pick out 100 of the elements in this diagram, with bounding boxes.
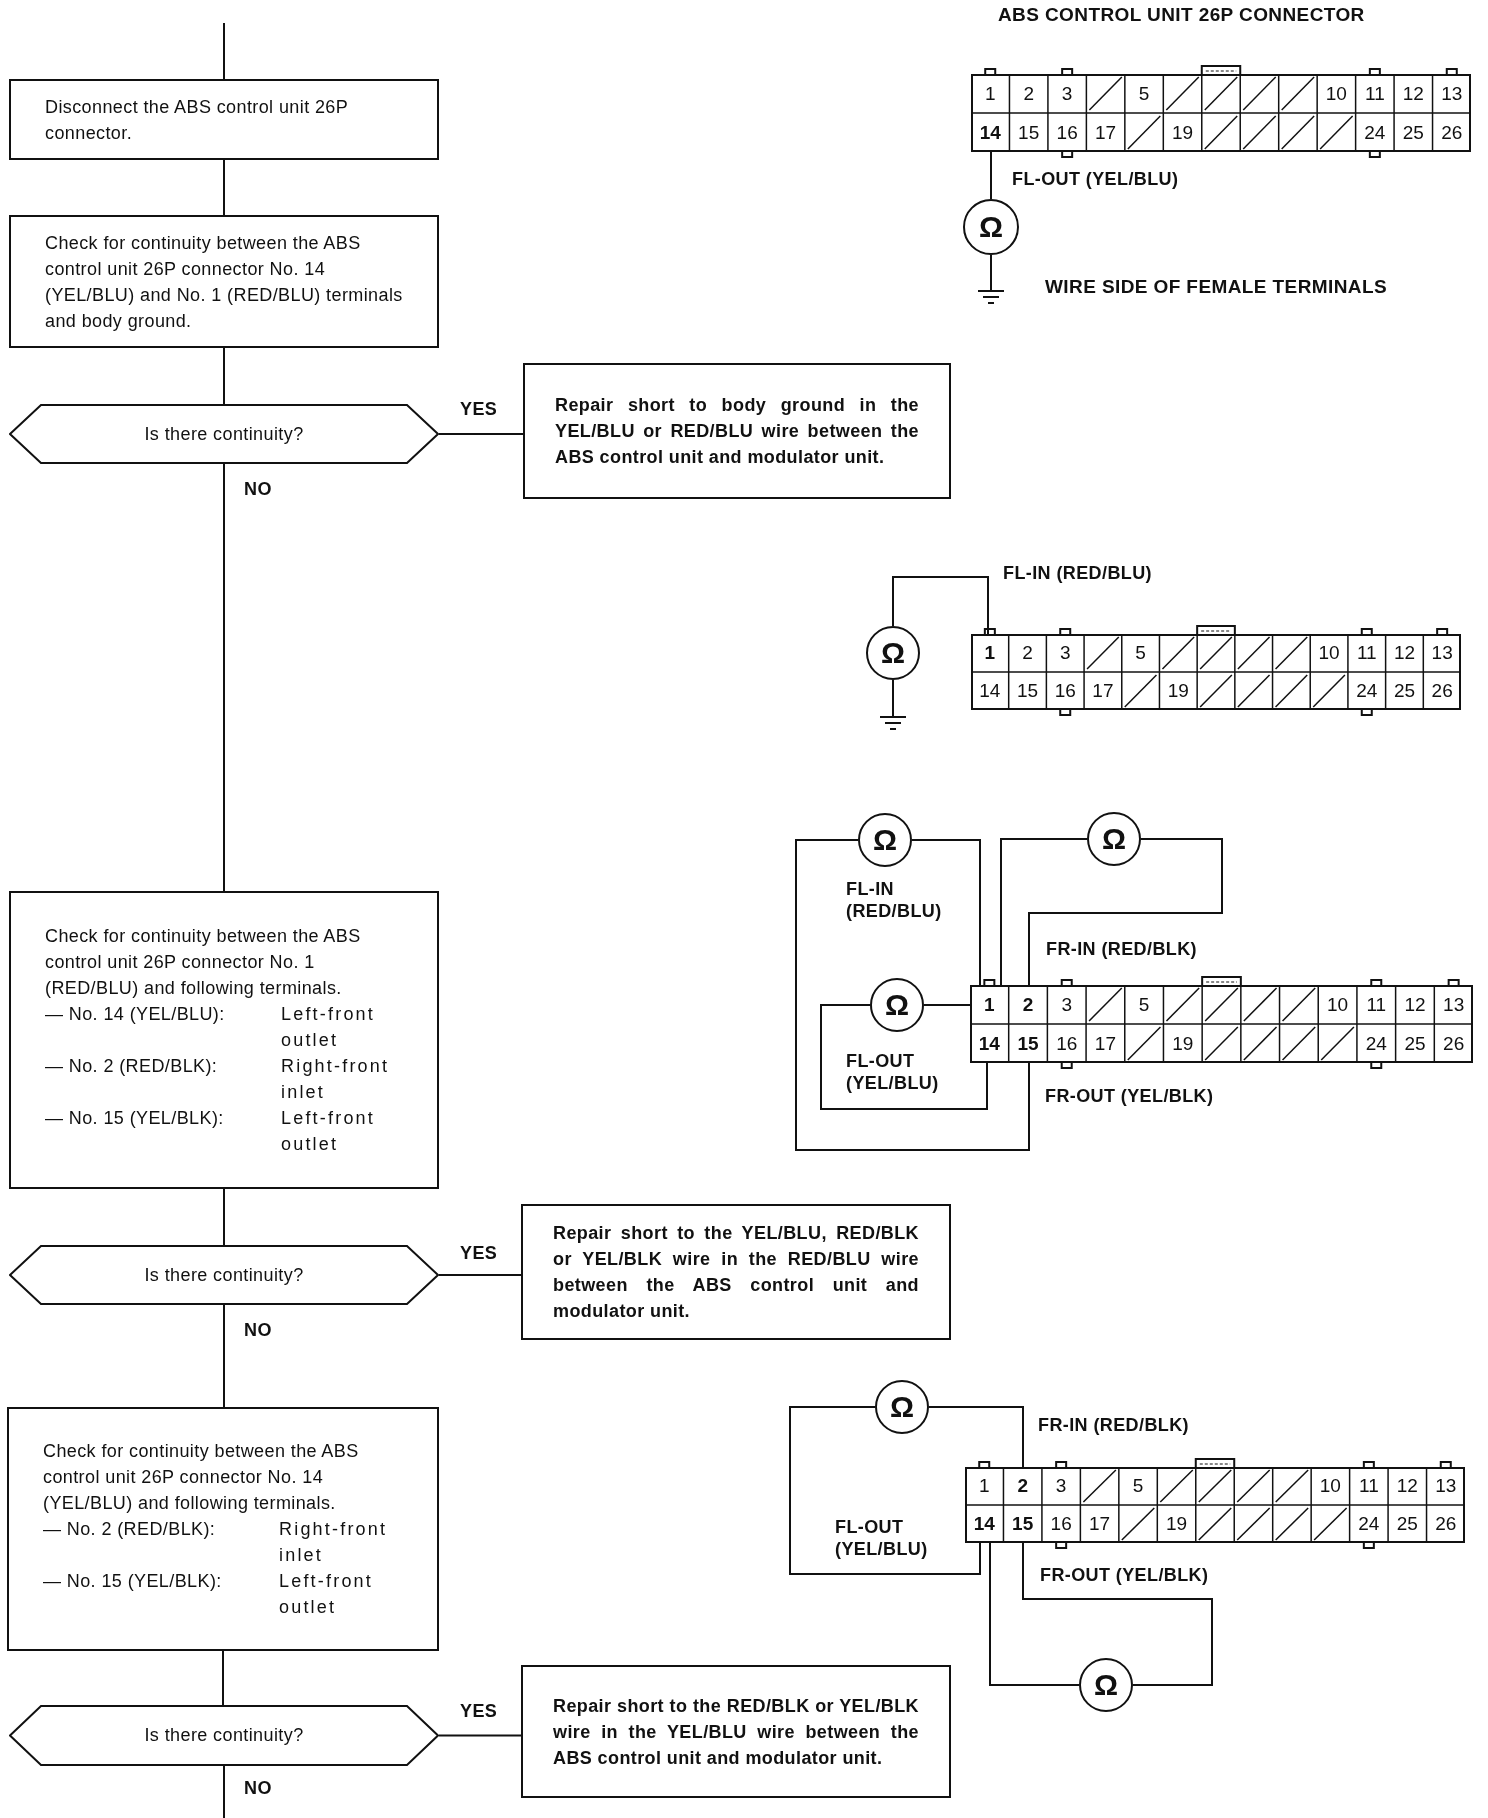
process-box [9, 79, 439, 160]
terminal-number: 3 [1058, 643, 1072, 663]
test-lead-wire [892, 576, 989, 635]
terminal-number: 16 [1055, 1033, 1079, 1054]
terminal-number: 2 [1022, 83, 1035, 104]
terminal-number: 15 [1015, 681, 1040, 701]
process-box [9, 215, 439, 348]
terminal-number: 14 [972, 1514, 996, 1534]
test-lead-wire [989, 1542, 1080, 1686]
terminal-number: 11 [1355, 643, 1378, 663]
terminal-number: 15 [1016, 1033, 1040, 1054]
flow-line [223, 1765, 225, 1818]
flow-line [223, 1188, 225, 1246]
terminal-number: 5 [1131, 1476, 1145, 1496]
action-box [523, 363, 951, 499]
list-term: — No. 15 (YEL/BLK): [45, 1107, 225, 1130]
ohm-symbol: Ω [1093, 1670, 1119, 1700]
test-lead-wire [990, 151, 992, 200]
list-description: Left-front outlet [279, 1570, 375, 1619]
terminal-number: 24 [1357, 1514, 1381, 1534]
terminal-number: 11 [1357, 1476, 1380, 1496]
terminal-number: 26 [1434, 1514, 1458, 1534]
terminal-number: 14 [978, 681, 1002, 701]
ohmmeter-circle [963, 199, 1019, 255]
terminal-number: 24 [1364, 1033, 1388, 1054]
flow-line [223, 22, 225, 80]
ohm-symbol: Ω [1101, 824, 1127, 854]
terminal-number: 19 [1164, 1514, 1189, 1534]
terminal-number: 10 [1317, 643, 1341, 663]
terminal-number: 19 [1170, 122, 1195, 143]
test-lead-wire [990, 254, 992, 291]
list-description: Right-front inlet [279, 1518, 389, 1567]
terminal-number: 26 [1442, 1033, 1466, 1054]
ohmmeter-circle [866, 626, 920, 680]
terminal-number: 12 [1401, 83, 1425, 104]
terminal-number: 25 [1403, 1033, 1427, 1054]
terminal-number: 17 [1093, 1033, 1117, 1054]
terminal-number: 14 [977, 1033, 1001, 1054]
test-lead-wire [820, 1004, 988, 1110]
terminal-number: 17 [1088, 1514, 1112, 1534]
ohmmeter-circle [1087, 812, 1141, 866]
terminal-number: 1 [983, 83, 997, 104]
step-text: Repair short to body ground in the YEL/BLU or RED/BLU wire between the ABS control unit and modulator unit. [555, 394, 919, 469]
flow-line [223, 463, 225, 892]
test-lead-wire [1022, 1542, 1213, 1686]
test-lead-wire [1000, 838, 1088, 986]
terminal-number: 26 [1430, 681, 1454, 701]
flow-line [223, 1304, 225, 1408]
list-description: Right-front inlet [281, 1055, 391, 1104]
test-lead-wire [795, 839, 1030, 1151]
terminal-number: 12 [1395, 1476, 1419, 1496]
terminal-number: 12 [1403, 994, 1427, 1015]
step-text: Repair short to the YEL/BLU, RED/BLK or YEL/BLK wire in the RED/BLU wire between the ABS control unit and modulator unit. [553, 1222, 919, 1323]
step-text: Repair short to the RED/BLK or YEL/BLK wire in the YEL/BLU wire between the ABS control unit and modulator unit. [553, 1694, 919, 1770]
terminal-number: 17 [1094, 122, 1118, 143]
terminal-number: 2 [1021, 994, 1035, 1015]
terminal-number: 16 [1049, 1514, 1073, 1534]
terminal-number: 1 [983, 643, 997, 663]
flow-line [222, 1650, 224, 1706]
terminal-number: 15 [1011, 1514, 1035, 1534]
ground-symbol [978, 290, 1004, 306]
test-lead-wire [923, 1004, 971, 1006]
terminal-number: 25 [1401, 122, 1425, 143]
terminal-number: 5 [1137, 994, 1151, 1015]
terminal-number: 10 [1326, 994, 1350, 1015]
ohm-symbol: Ω [880, 638, 906, 668]
ohm-symbol: Ω [889, 1392, 915, 1422]
terminal-number: 16 [1055, 122, 1079, 143]
terminal-number: 16 [1053, 681, 1077, 701]
terminal-number: 11 [1365, 994, 1388, 1015]
ohm-symbol: Ω [872, 825, 898, 855]
test-lead-wire [911, 839, 981, 986]
flow-line [438, 1274, 522, 1276]
ground-symbol [880, 716, 906, 732]
terminal-number: 13 [1442, 994, 1466, 1015]
terminal-number: 13 [1434, 1476, 1458, 1496]
test-lead-wire [1028, 838, 1223, 986]
question-text: Is there continuity? [144, 423, 304, 445]
flow-line [438, 433, 524, 435]
step-text: Check for continuity between the ABS control unit 26P connector No. 1 (RED/BLU) and following terminals. [45, 925, 362, 1000]
ohmmeter-circle [875, 1380, 929, 1434]
terminal-number: 25 [1392, 681, 1416, 701]
terminal-number: 12 [1392, 643, 1416, 663]
terminal-number: 13 [1440, 83, 1464, 104]
list-term: — No. 15 (YEL/BLK): [43, 1570, 223, 1593]
process-box [9, 891, 439, 1189]
terminal-number: 19 [1171, 1033, 1195, 1054]
ohm-symbol: Ω [884, 990, 910, 1020]
ohm-symbol: Ω [978, 212, 1004, 242]
ohmmeter-circle [858, 813, 912, 867]
ohmmeter-circle [1079, 1658, 1133, 1712]
terminal-number: 26 [1440, 122, 1464, 143]
action-box [521, 1665, 951, 1798]
step-text: Check for continuity between the ABS control unit 26P connector No. 14 (YEL/BLU) and following terminals. [43, 1440, 360, 1515]
list-term: — No. 2 (RED/BLK): [43, 1518, 217, 1541]
list-description: Left-front outlet [281, 1107, 377, 1156]
terminal-number: 24 [1355, 681, 1379, 701]
test-lead-wire [928, 1406, 1024, 1468]
terminal-number: 3 [1060, 994, 1073, 1015]
terminal-number: 14 [978, 122, 1002, 143]
